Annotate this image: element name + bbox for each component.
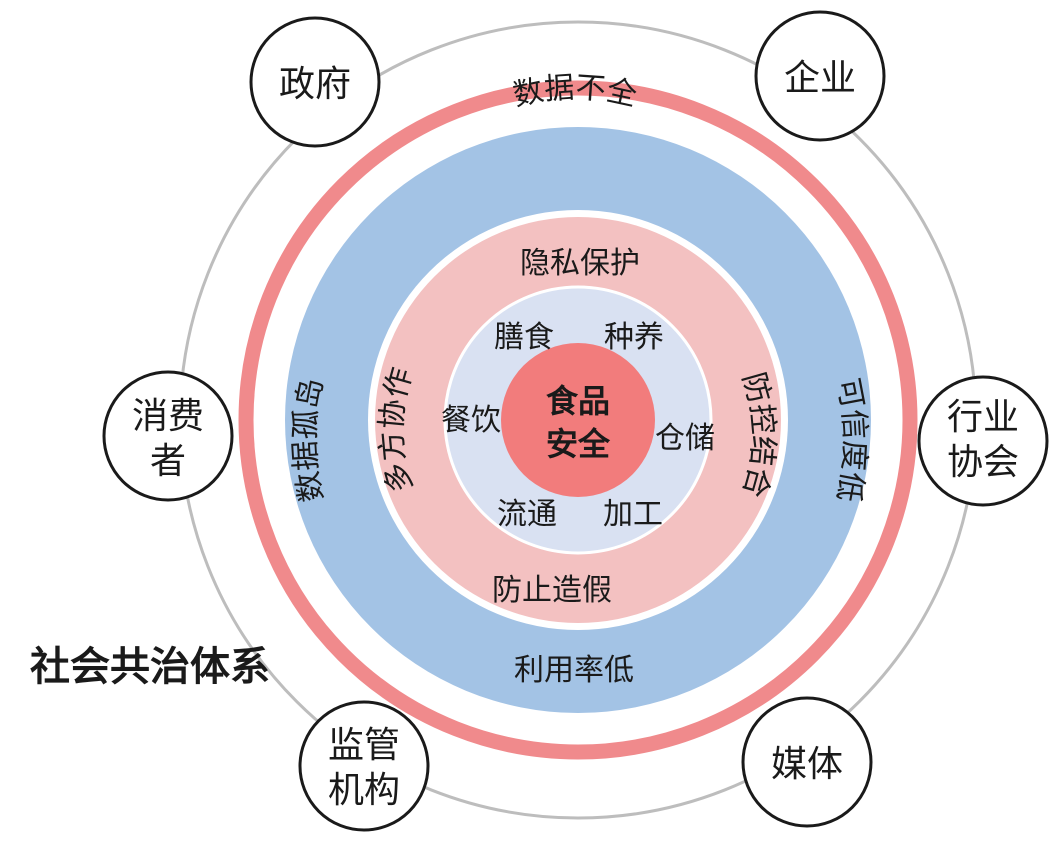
stakeholder-industry-association-circle: [917, 375, 1049, 507]
inner-item-processing: 加工: [603, 497, 663, 532]
stakeholder-regulator: 监管 机构: [298, 700, 430, 832]
inner-item-catering: 餐饮: [441, 403, 501, 438]
inner-item-circulation: 流通: [497, 497, 557, 532]
pink-label-bottom: 防止造假: [492, 573, 612, 608]
stakeholder-industry-association-label-line2: 协会: [947, 442, 1019, 483]
stakeholder-media-label: 媒体: [771, 744, 843, 785]
pink-label-top: 隐私保护: [520, 246, 640, 281]
stakeholder-consumer: 消费 者: [102, 370, 234, 502]
stakeholder-consumer-label-line2: 者: [150, 441, 186, 482]
stakeholder-media: 媒体: [741, 696, 873, 828]
stakeholder-consumer-circle: [102, 370, 234, 502]
stakeholder-industry-association: 行业 协会: [917, 375, 1049, 507]
stakeholder-media-circle: [741, 696, 873, 828]
stakeholder-enterprise-label: 企业: [784, 58, 856, 99]
stakeholder-industry-association-label-line1: 行业: [947, 397, 1019, 438]
inner-item-storage: 仓储: [655, 421, 715, 456]
stakeholder-regulator-label-line1: 监管: [328, 725, 400, 766]
stakeholder-enterprise: 企业: [754, 10, 886, 142]
stakeholder-government-circle: [249, 16, 381, 148]
system-label: 社会共治体系: [30, 644, 270, 690]
stakeholder-enterprise-circle: [754, 10, 886, 142]
stakeholder-government: 政府: [249, 16, 381, 148]
red-band-ring: [238, 80, 918, 760]
stakeholder-government-label: 政府: [279, 64, 351, 105]
stakeholder-consumer-label-line1: 消费: [132, 396, 204, 437]
inner-item-diet: 膳食: [494, 320, 554, 355]
inner-item-planting: 种养: [604, 320, 664, 355]
center-circle: [501, 343, 655, 497]
stakeholder-regulator-circle: [298, 700, 430, 832]
blue-label-bottom: 利用率低: [514, 653, 634, 688]
stakeholder-regulator-label-line2: 机构: [328, 770, 400, 811]
center-label-line1: 食品: [546, 382, 610, 420]
center-label-line2: 安全: [546, 425, 611, 463]
